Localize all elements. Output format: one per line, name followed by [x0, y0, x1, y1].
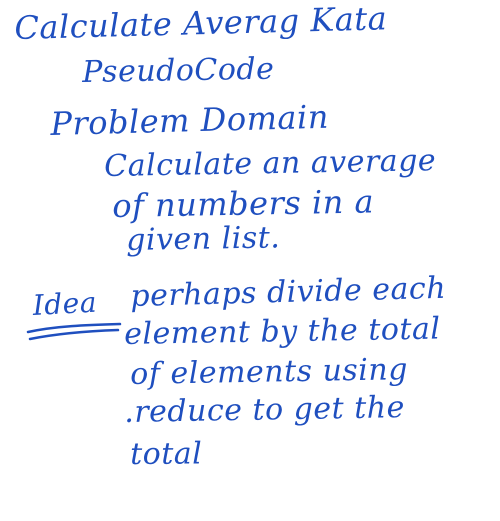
note-subtitle: PseudoCode	[81, 51, 275, 90]
description-line: given list.	[125, 220, 281, 258]
note-title: Calculate Averag Kata	[13, 0, 388, 47]
idea-line: of elements using	[129, 352, 409, 392]
idea-label: Idea	[31, 285, 98, 322]
description-line: of numbers in a	[111, 182, 375, 225]
description-line: Calculate an average	[103, 143, 437, 184]
section-heading: Problem Domain	[49, 97, 330, 143]
idea-line: .reduce to get the	[123, 390, 406, 430]
idea-line: element by the total	[123, 311, 441, 352]
idea-underline	[26, 322, 122, 341]
idea-line: total	[129, 436, 203, 472]
idea-line: perhaps divide each	[129, 270, 447, 314]
